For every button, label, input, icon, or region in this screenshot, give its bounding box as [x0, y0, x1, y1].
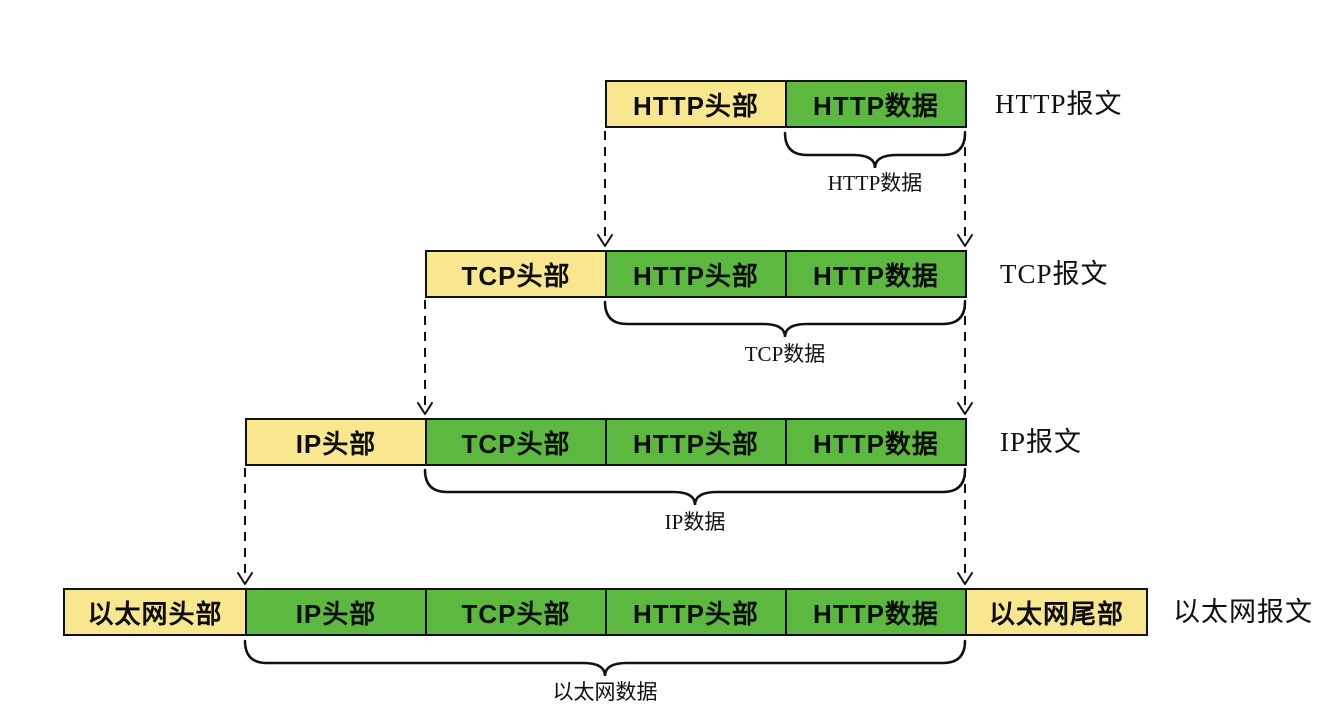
row2-http-data-box: HTTP数据	[785, 250, 967, 298]
row1-label-http-message: HTTP报文	[995, 89, 1123, 119]
row3-tcp-header-box: TCP头部	[425, 418, 607, 466]
row2-http-header-box: HTTP头部	[605, 250, 787, 298]
row4-ethernet-trailer-box: 以太网尾部	[965, 588, 1148, 636]
row3-http-data-box: HTTP数据	[785, 418, 967, 466]
row4-ip-header-box: IP头部	[245, 588, 427, 636]
down-arrow-icon	[597, 234, 613, 247]
brace-label-http-data: HTTP数据	[827, 171, 923, 195]
row3-label-ip-message: IP报文	[1000, 427, 1083, 457]
brace-label-ip-data: IP数据	[664, 510, 726, 534]
row4-tcp-header-box: TCP头部	[425, 588, 607, 636]
down-arrow-icon	[957, 572, 973, 585]
row4-label-ethernet-message: 以太网报文	[1173, 597, 1313, 627]
brace-ethernet-data	[243, 639, 967, 677]
row4-http-header-box: HTTP头部	[605, 588, 787, 636]
down-arrow-icon	[417, 402, 433, 415]
row2-tcp-header-box: TCP头部	[425, 250, 607, 298]
row4-http-data-box: HTTP数据	[785, 588, 967, 636]
row1-http-data-box: HTTP数据	[785, 80, 967, 128]
row4-ethernet-header-box: 以太网头部	[63, 588, 247, 636]
row3-http-header-box: HTTP头部	[605, 418, 787, 466]
brace-label-tcp-data: TCP数据	[744, 342, 826, 366]
row1-http-header-box: HTTP头部	[605, 80, 787, 128]
down-arrow-icon	[957, 402, 973, 415]
brace-http-data	[783, 131, 967, 169]
row3-ip-header-box: IP头部	[245, 418, 427, 466]
down-arrow-icon	[237, 572, 253, 585]
row2-label-tcp-message: TCP报文	[1000, 259, 1109, 289]
brace-label-ethernet-data: 以太网数据	[552, 680, 658, 704]
down-arrow-icon	[957, 234, 973, 247]
brace-ip-data	[423, 468, 967, 506]
brace-tcp-data	[603, 300, 967, 338]
